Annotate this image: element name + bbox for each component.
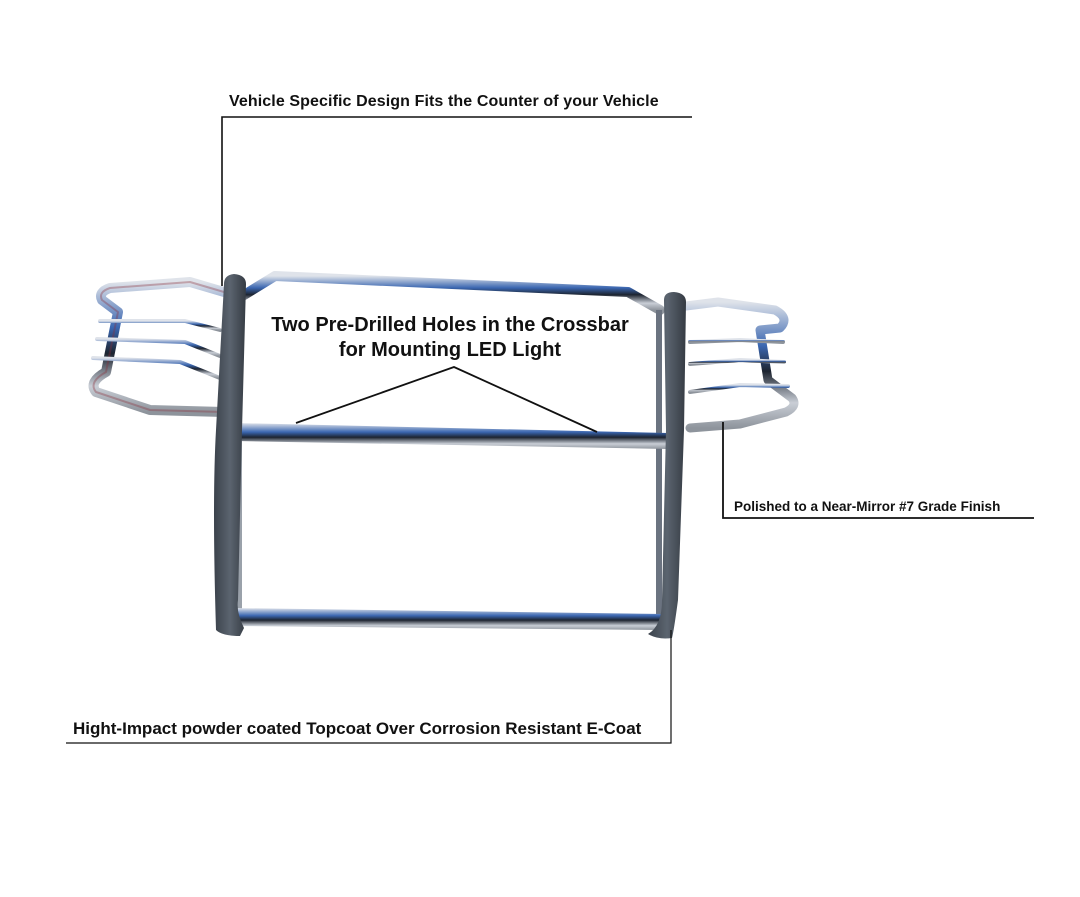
callout-vehicle-specific: Vehicle Specific Design Fits the Counter…: [229, 93, 659, 110]
bottom-crossbar: [232, 608, 665, 630]
leader-powder-coat: [66, 630, 672, 744]
right-upright: [648, 292, 686, 639]
leader-pre-drilled-holes: [295, 366, 598, 433]
leader-vehicle-specific: [221, 116, 692, 286]
middle-crossbar: [236, 423, 668, 449]
callout-pre-drilled-holes-line2: for Mounting LED Light: [338, 339, 562, 361]
left-upright: [214, 274, 246, 636]
top-hoop: [231, 271, 665, 315]
callout-powder-coat: Hight-Impact powder coated Topcoat Over …: [73, 719, 642, 738]
right-inner-rail: [656, 310, 662, 620]
callout-polished-finish: Polished to a Near-Mirror #7 Grade Finis…: [734, 499, 1001, 514]
left-wing: [88, 277, 229, 417]
callout-pre-drilled-holes: Two Pre-Drilled Holes in the Crossbar fo…: [250, 313, 650, 363]
callout-pre-drilled-holes-line1: Two Pre-Drilled Holes in the Crossbar: [271, 314, 629, 336]
leader-lines: [66, 116, 1034, 744]
right-wing: [681, 297, 799, 433]
leader-polished-finish: [722, 422, 1034, 519]
